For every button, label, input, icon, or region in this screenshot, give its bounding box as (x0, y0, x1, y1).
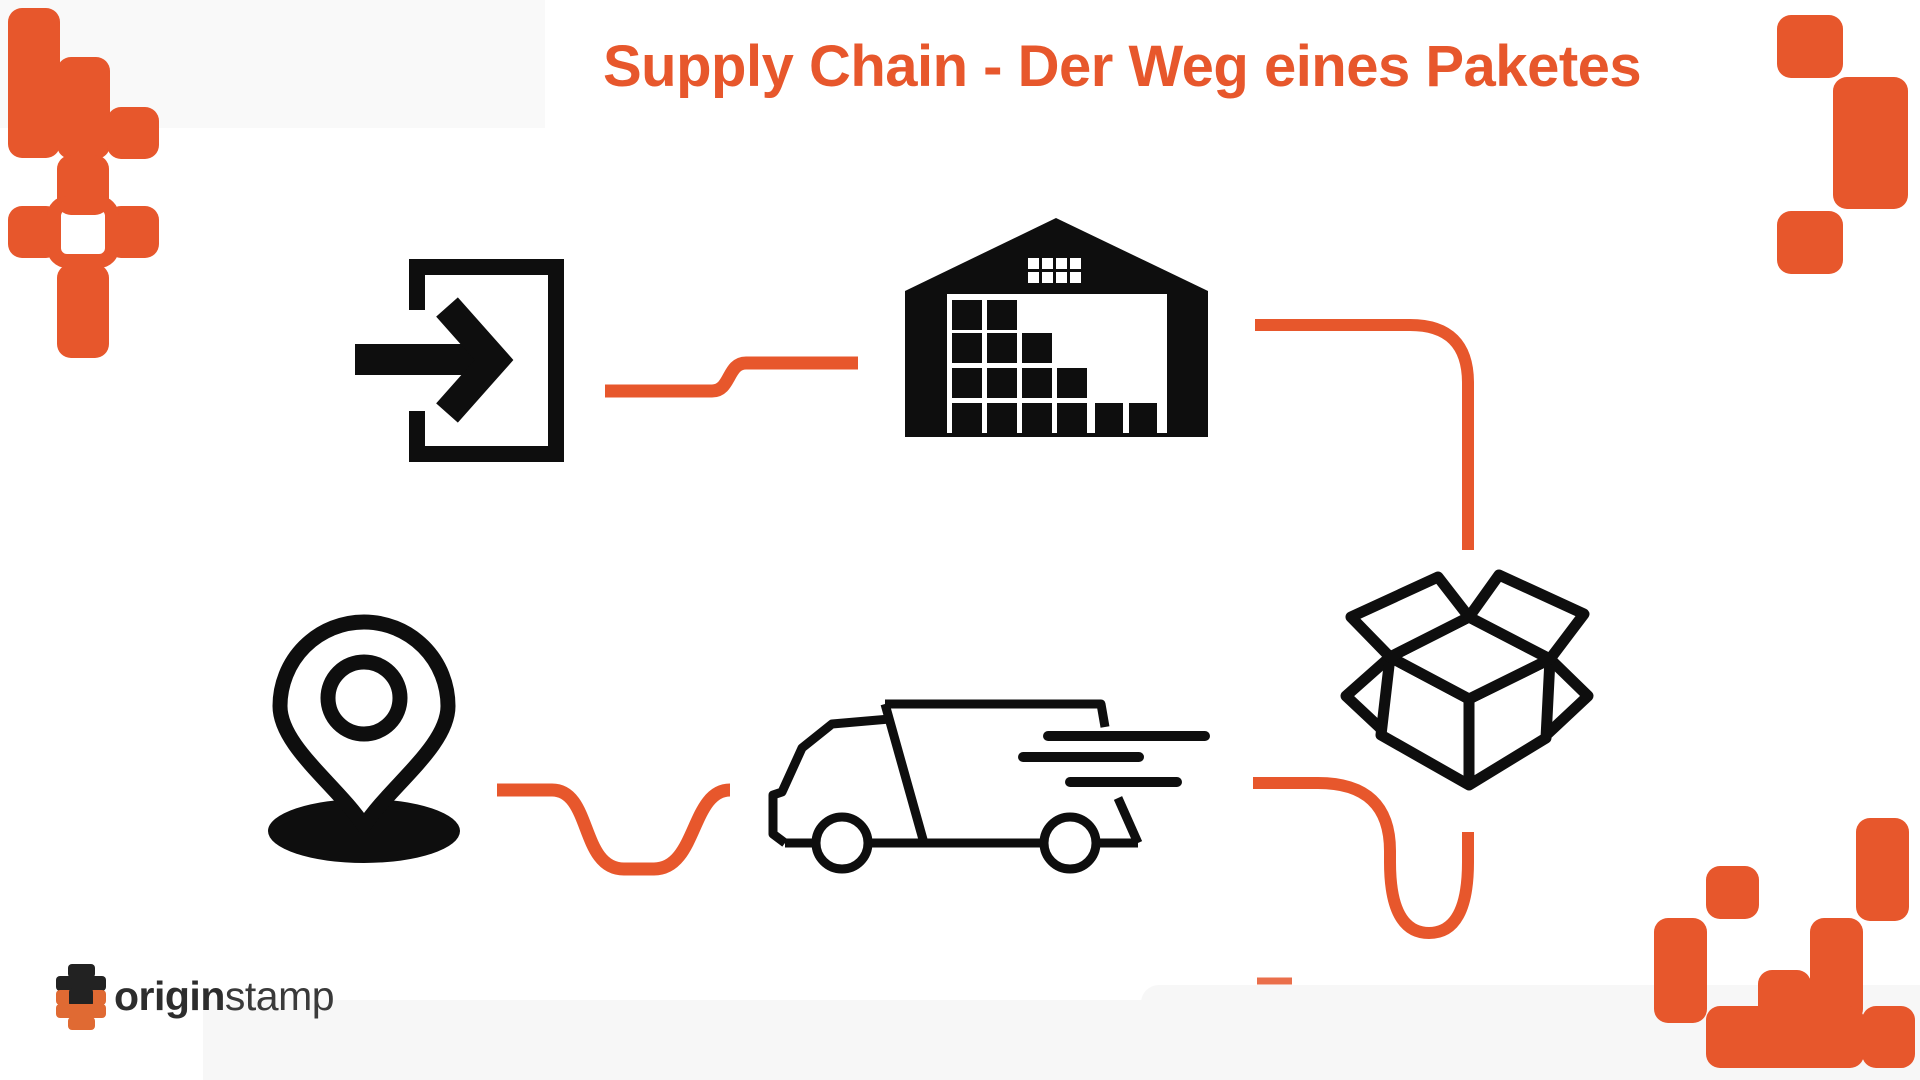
warehouse-window (1028, 258, 1081, 283)
logo-text-stamp: stamp (224, 973, 335, 1019)
connector-truck-to-package (1253, 777, 1474, 940)
pixel-block (1777, 15, 1843, 78)
speed-lines (1018, 731, 1210, 787)
pixel-block (8, 8, 60, 158)
logo-pixel (69, 988, 93, 1007)
pixel-block (1706, 1006, 1864, 1068)
logo-text-origin: origin (114, 973, 225, 1019)
pixel-block (1654, 918, 1707, 1023)
pixel-block (1856, 818, 1909, 921)
originstamp-logo: originstamp (54, 962, 335, 1032)
logo-pixel (68, 1017, 95, 1030)
logo-pixel (56, 1004, 106, 1018)
logo-pixel (68, 964, 95, 978)
connector-warehouse-to-package (1255, 319, 1474, 550)
pixel-block (1810, 918, 1863, 1023)
delivery-truck-icon (768, 699, 1210, 874)
warehouse-icon (905, 218, 1208, 437)
location-pin-icon (268, 614, 460, 863)
pixel-ring (47, 196, 119, 268)
page-title: Supply Chain - Der Weg eines Paketes (603, 34, 1642, 99)
open-box-icon (1340, 569, 1594, 791)
connector-pin-to-truck (497, 783, 731, 876)
pixel-block (107, 107, 159, 159)
pixel-block (1706, 866, 1759, 919)
pixel-block (57, 57, 110, 159)
originstamp-logo-mark-icon (54, 962, 108, 1030)
pixel-block (1862, 1006, 1915, 1068)
pixel-block (57, 264, 109, 358)
pixel-block (1833, 77, 1908, 209)
login-arrow-icon (355, 259, 564, 462)
pixel-block (1777, 211, 1843, 274)
originstamp-logo-text: originstamp (114, 965, 335, 1027)
connector-intake-to-warehouse (605, 356, 858, 398)
logo-pixel (56, 976, 106, 991)
warehouse-parcel-stack (952, 300, 1157, 433)
